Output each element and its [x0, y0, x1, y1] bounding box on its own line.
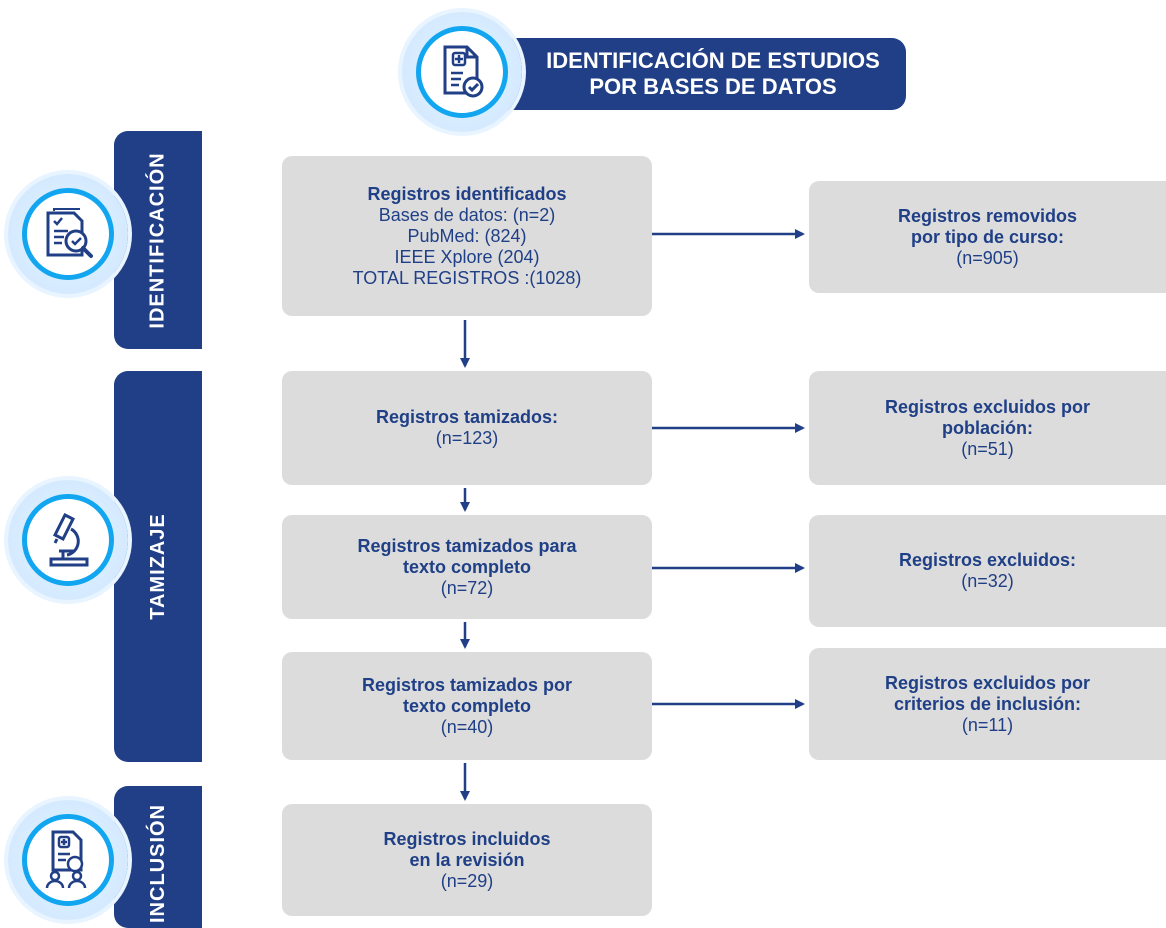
phase-bar-tamizaje: [114, 371, 202, 762]
box-removidos-title2: por tipo de curso:: [911, 226, 1064, 247]
microscope-icon: [22, 494, 114, 586]
box-identificados-line1: Bases de datos: (n=2): [378, 204, 556, 225]
document-check-icon: [416, 26, 508, 118]
box-tamizados-para-title2: texto completo: [402, 556, 531, 577]
box-registros-identificados: Registros identificados Bases de datos: …: [282, 156, 652, 316]
box-registros-removidos: Registros removidos por tipo de curso: (…: [809, 181, 1166, 293]
box-excluidos-poblacion: Registros excluidos por población: (n=51…: [809, 371, 1166, 485]
box-tamizados-value: (n=123): [435, 428, 499, 448]
box-tamizados-para-title1: Registros tamizados para: [357, 535, 577, 556]
box-excluidos-title: Registros excluidos:: [898, 550, 1077, 570]
header-title-line1: IDENTIFICACIÓN DE ESTUDIOS: [546, 48, 880, 73]
header-title: IDENTIFICACIÓN DE ESTUDIOS POR BASES DE …: [520, 45, 906, 103]
box-tamizados-para-value: (n=72): [440, 577, 494, 598]
box-tamizados-por-texto: Registros tamizados por texto completo (…: [282, 652, 652, 760]
document-search-icon: [22, 188, 114, 280]
box-excluidos-criterios-title2: criterios de inclusión:: [893, 693, 1082, 714]
box-registros-excluidos: Registros excluidos: (n=32): [809, 515, 1166, 627]
phase-bar-inclusion: [114, 786, 202, 928]
box-incluidos-title2: en la revisión: [409, 849, 525, 870]
box-registros-incluidos: Registros incluidos en la revisión (n=29…: [282, 804, 652, 916]
box-identificados-line2: PubMed: (824): [407, 225, 527, 246]
header-title-line2: POR BASES DE DATOS: [589, 74, 837, 99]
box-excluidos-poblacion-value: (n=51): [961, 438, 1014, 459]
box-tamizados-por-title2: texto completo: [402, 695, 531, 716]
box-incluidos-title1: Registros incluidos: [383, 828, 551, 849]
box-excluidos-criterios-value: (n=11): [961, 714, 1014, 735]
box-excluidos-poblacion-title1: Registros excluidos por: [884, 396, 1091, 417]
header-banner: [470, 38, 906, 110]
box-excluidos-criterios: Registros excluidos por criterios de inc…: [809, 648, 1166, 760]
box-excluidos-poblacion-title2: población:: [942, 417, 1033, 438]
box-identificados-line4: TOTAL REGISTROS :(1028): [352, 267, 582, 288]
box-tamizados-por-title1: Registros tamizados por: [361, 674, 573, 695]
box-incluidos-value: (n=29): [440, 870, 494, 891]
document-people-icon: [22, 814, 114, 906]
box-removidos-title1: Registros removidos: [897, 205, 1078, 226]
phase-bar-identificacion: [114, 131, 202, 349]
box-excluidos-criterios-title1: Registros excluidos por: [884, 672, 1091, 693]
box-tamizados-para-texto: Registros tamizados para texto completo …: [282, 515, 652, 619]
box-identificados-line3: IEEE Xplore (204): [394, 246, 540, 267]
box-excluidos-value: (n=32): [961, 571, 1014, 591]
box-identificados-title: Registros identificados: [367, 183, 567, 204]
box-tamizados-title: Registros tamizados:: [375, 407, 559, 427]
box-tamizados-por-value: (n=40): [440, 716, 494, 737]
box-registros-tamizados: Registros tamizados: (n=123): [282, 371, 652, 485]
box-removidos-value: (n=905): [956, 247, 1019, 268]
